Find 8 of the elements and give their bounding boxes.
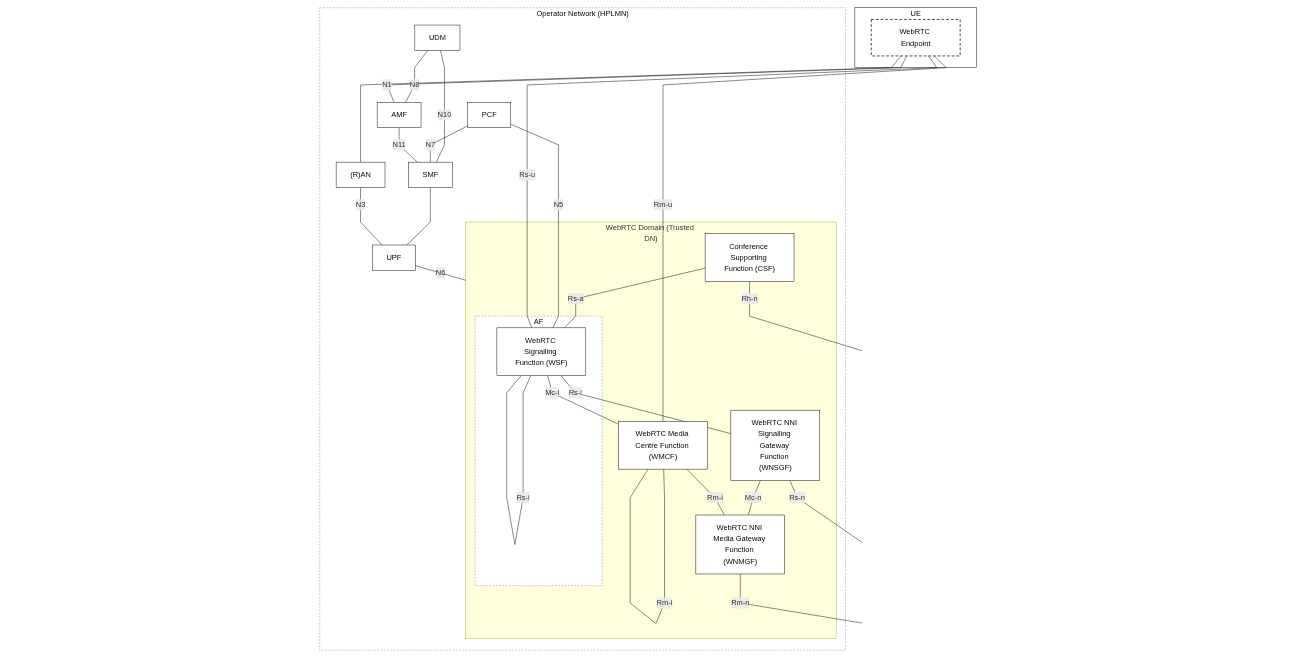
connector xyxy=(506,374,532,545)
connector xyxy=(547,374,620,424)
connector xyxy=(387,55,908,102)
connector xyxy=(430,125,469,162)
connector xyxy=(663,55,947,422)
connector xyxy=(630,468,666,624)
connector xyxy=(527,55,938,328)
connector xyxy=(436,49,446,162)
